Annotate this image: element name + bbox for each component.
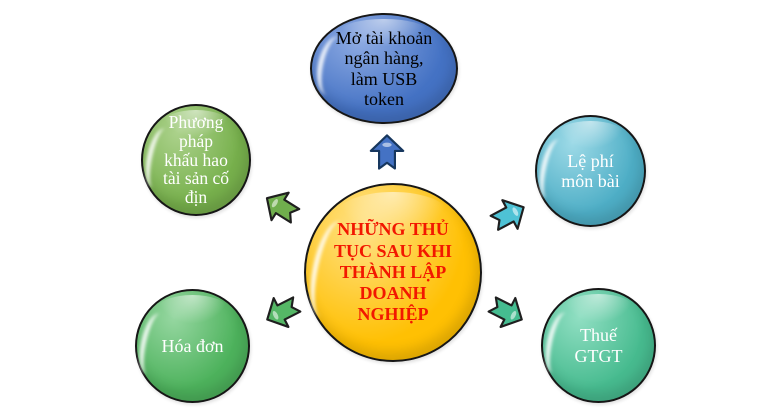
node-depreciation-method: Phương pháp khấu hao tài sản cố địn xyxy=(141,104,251,216)
node-bank-account: Mở tài khoản ngân hàng, làm USB token xyxy=(310,13,458,124)
node-invoice: Hóa đơn xyxy=(135,289,250,403)
arrow-upper-right-icon xyxy=(484,190,534,240)
node-license-fee: Lệ phí môn bài xyxy=(535,115,646,227)
bank-account-label: Mở tài khoản ngân hàng, làm USB token xyxy=(335,27,433,109)
node-vat: Thuế GTGT xyxy=(541,288,656,403)
arrow-lower-right-icon xyxy=(482,287,531,337)
license-fee-label: Lệ phí môn bài xyxy=(561,150,620,191)
vat-label: Thuế GTGT xyxy=(574,325,623,366)
node-center-title: NHỮNG THỦ TỤC SAU KHI THÀNH LẬP DOANH NG… xyxy=(304,183,482,362)
depreciation-method-label: Phương pháp khấu hao tài sản cố địn xyxy=(162,111,230,208)
arrow-up-icon xyxy=(367,134,407,170)
arrow-upper-left-icon xyxy=(256,181,307,232)
center-title-label: NHỮNG THỦ TỤC SAU KHI THÀNH LẬP DOANH NG… xyxy=(333,219,453,325)
invoice-label: Hóa đơn xyxy=(161,335,224,356)
arrow-lower-left-icon xyxy=(257,287,306,337)
